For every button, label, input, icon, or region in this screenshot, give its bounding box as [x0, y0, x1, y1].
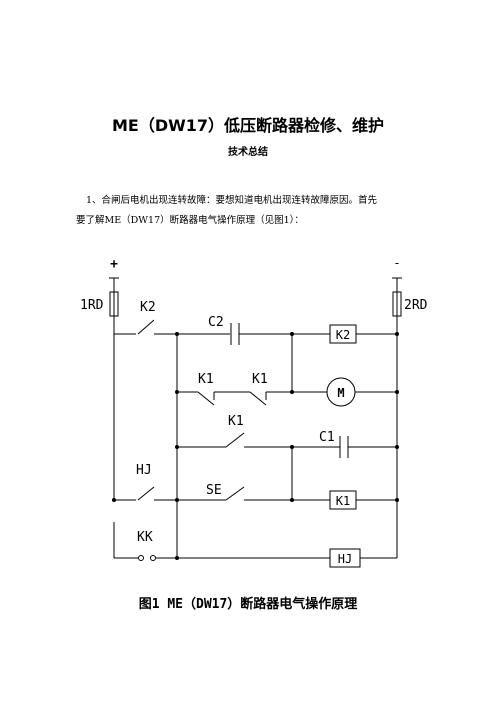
hj-contact-label: HJ	[136, 463, 152, 478]
k1-contact-b	[249, 391, 267, 406]
kk-switch-label: KK	[137, 530, 153, 545]
motor-label: M	[337, 386, 344, 400]
c2-label: C2	[208, 315, 224, 330]
k1-contact-c-label: K1	[228, 414, 244, 429]
paragraph-line-2: 要了解ME（DW17）断路器电气操作原理（见图1）：	[76, 215, 304, 226]
c1-label: C1	[319, 430, 335, 445]
k1-contact-c	[225, 432, 245, 448]
k2-contact	[137, 319, 155, 335]
junction-dots	[112, 332, 399, 560]
intro-paragraph: 1、合闸后电机出现连转故障：要想知道电机出现连转故障原因。首先 要了解ME（DW…	[76, 191, 426, 231]
hj-coil-label: HJ	[338, 552, 352, 566]
k1-contact-a-label: K1	[198, 372, 214, 387]
se-switch	[225, 486, 245, 501]
k2-contact-label: K2	[140, 300, 156, 315]
negative-terminal: -	[392, 256, 402, 292]
plus-label: +	[110, 257, 118, 272]
k2-coil-label: K2	[336, 328, 350, 342]
document-title: ME（DW17）低压断路器检修、维护	[111, 116, 385, 135]
k1-contact-b-label: K1	[252, 372, 268, 387]
hj-contact	[137, 486, 155, 501]
fuse-1rd-label: 1RD	[80, 298, 104, 313]
se-switch-label: SE	[206, 483, 222, 498]
document-subtitle: 技术总结	[228, 147, 268, 158]
kk-terminal-a	[138, 555, 144, 561]
fuse-2rd-label: 2RD	[404, 298, 428, 313]
paragraph-line-1: 1、合闸后电机出现连转故障：要想知道电机出现连转故障原因。首先	[86, 195, 378, 206]
minus-label: -	[393, 256, 400, 270]
k1-contact-a	[197, 391, 215, 406]
k1-coil-label: K1	[336, 494, 350, 508]
figure-caption: 图1 ME（DW17）断路器电气操作原理	[138, 597, 358, 612]
kk-terminal-b	[150, 555, 156, 561]
positive-terminal: +	[109, 257, 119, 292]
